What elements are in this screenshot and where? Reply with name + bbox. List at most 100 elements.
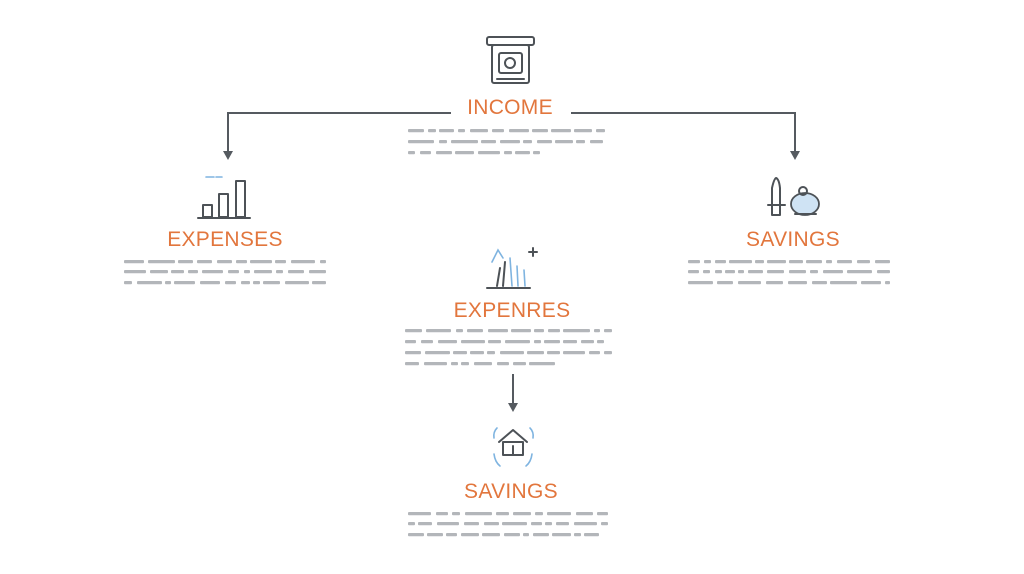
placeholder-word-11-5: [500, 351, 524, 355]
placeholder-word-6-3: [729, 260, 752, 264]
placeholder-word-3-0: [124, 260, 144, 264]
placeholder-word-10-2: [438, 340, 457, 344]
placeholder-word-9-6: [534, 329, 544, 333]
placeholder-word-15-5: [504, 533, 520, 537]
placeholder-word-14-5: [502, 522, 527, 526]
placeholder-word-7-8: [810, 270, 818, 274]
placeholder-word-4-2: [171, 270, 184, 274]
placeholder-word-15-4: [482, 533, 500, 537]
placeholder-word-13-1: [436, 512, 448, 516]
placeholder-word-4-8: [276, 270, 283, 274]
placeholder-word-14-1: [418, 522, 432, 526]
placeholder-word-15-9: [574, 533, 581, 537]
placeholder-word-7-9: [823, 270, 843, 274]
placeholder-word-12-5: [497, 362, 509, 366]
placeholder-word-11-2: [453, 351, 467, 355]
placeholder-word-3-5: [236, 260, 247, 264]
placeholder-word-4-5: [228, 270, 239, 274]
placeholder-word-10-9: [581, 340, 594, 344]
placeholder-word-3-1: [148, 260, 175, 264]
placeholder-word-5-8: [263, 281, 280, 285]
savings-title-right: SAVINGS: [746, 228, 840, 251]
placeholder-word-4-9: [288, 270, 304, 274]
placeholder-word-12-2: [451, 362, 458, 366]
placeholder-word-9-4: [488, 329, 508, 333]
placeholder-word-7-10: [847, 270, 872, 274]
placeholder-word-9-0: [405, 329, 422, 333]
placeholder-word-13-0: [408, 512, 431, 516]
piggy-bank-icon: [767, 177, 820, 216]
placeholder-word-13-7: [547, 512, 571, 516]
placeholder-word-14-3: [464, 522, 479, 526]
placeholder-word-0-1: [428, 129, 436, 133]
placeholder-word-1-2: [451, 140, 478, 144]
placeholder-word-7-2: [715, 270, 722, 274]
placeholder-word-3-7: [275, 260, 286, 264]
expenses-title-left: EXPENSES: [167, 228, 283, 251]
placeholder-word-9-5: [511, 329, 531, 333]
placeholder-word-7-3: [725, 270, 735, 274]
expenres-title-center: EXPENRES: [453, 299, 571, 322]
placeholder-word-3-3: [197, 260, 212, 264]
placeholder-word-9-2: [456, 329, 463, 333]
placeholder-word-15-1: [427, 533, 443, 537]
placeholder-word-7-5: [748, 270, 763, 274]
placeholder-word-6-5: [767, 260, 786, 264]
placeholder-word-8-0: [688, 281, 713, 285]
placeholder-word-8-4: [788, 281, 807, 285]
placeholder-word-5-9: [285, 281, 309, 285]
placeholder-word-11-8: [563, 351, 585, 355]
placeholder-word-5-2: [165, 281, 171, 285]
placeholder-word-9-8: [563, 329, 590, 333]
placeholder-word-3-2: [178, 260, 193, 264]
placeholder-word-14-7: [545, 522, 552, 526]
placeholder-word-6-2: [715, 260, 726, 264]
placeholder-word-8-2: [738, 281, 761, 285]
placeholder-word-5-4: [200, 281, 220, 285]
placeholder-word-1-5: [523, 140, 532, 144]
placeholder-word-3-8: [291, 260, 315, 264]
arrowhead-expenses: [223, 151, 233, 160]
placeholder-word-12-3: [461, 362, 469, 366]
placeholder-word-10-8: [563, 340, 577, 344]
placeholder-word-10-1: [421, 340, 433, 344]
placeholder-word-0-9: [574, 129, 592, 133]
placeholder-word-8-8: [885, 281, 890, 285]
placeholder-word-11-10: [604, 351, 612, 355]
placeholder-word-10-5: [505, 340, 530, 344]
placeholder-word-5-0: [124, 281, 132, 285]
placeholder-word-9-9: [594, 329, 600, 333]
placeholder-word-14-4: [484, 522, 499, 526]
placeholder-word-10-6: [534, 340, 541, 344]
placeholder-word-13-5: [513, 512, 531, 516]
placeholder-word-15-2: [446, 533, 457, 537]
placeholder-word-6-0: [688, 260, 700, 264]
placeholder-word-2-3: [455, 151, 474, 155]
placeholder-word-5-3: [174, 281, 195, 285]
placeholder-word-6-10: [857, 260, 870, 264]
placeholder-word-11-9: [589, 351, 600, 355]
placeholder-word-11-6: [527, 351, 544, 355]
placeholder-word-12-1: [424, 362, 447, 366]
placeholder-word-7-0: [688, 270, 699, 274]
placeholder-word-0-3: [458, 129, 465, 133]
bar-chart-icon: [197, 176, 251, 219]
placeholder-word-13-8: [576, 512, 593, 516]
placeholder-word-13-9: [597, 512, 608, 516]
sparkle-chart-icon: [486, 247, 538, 289]
placeholder-word-3-6: [250, 260, 272, 264]
placeholder-word-1-4: [500, 140, 520, 144]
placeholder-word-11-7: [547, 351, 560, 355]
placeholder-word-1-3: [481, 140, 496, 144]
placeholder-word-10-4: [488, 340, 501, 344]
placeholder-word-0-0: [408, 129, 424, 133]
placeholder-word-8-3: [766, 281, 783, 285]
placeholder-word-12-4: [474, 362, 492, 366]
placeholder-word-5-7: [253, 281, 260, 285]
placeholder-word-7-4: [738, 270, 744, 274]
placeholder-word-6-11: [875, 260, 890, 264]
placeholder-word-4-3: [188, 270, 198, 274]
placeholder-word-1-8: [576, 140, 585, 144]
arrowhead-bottom-savings: [508, 403, 518, 412]
